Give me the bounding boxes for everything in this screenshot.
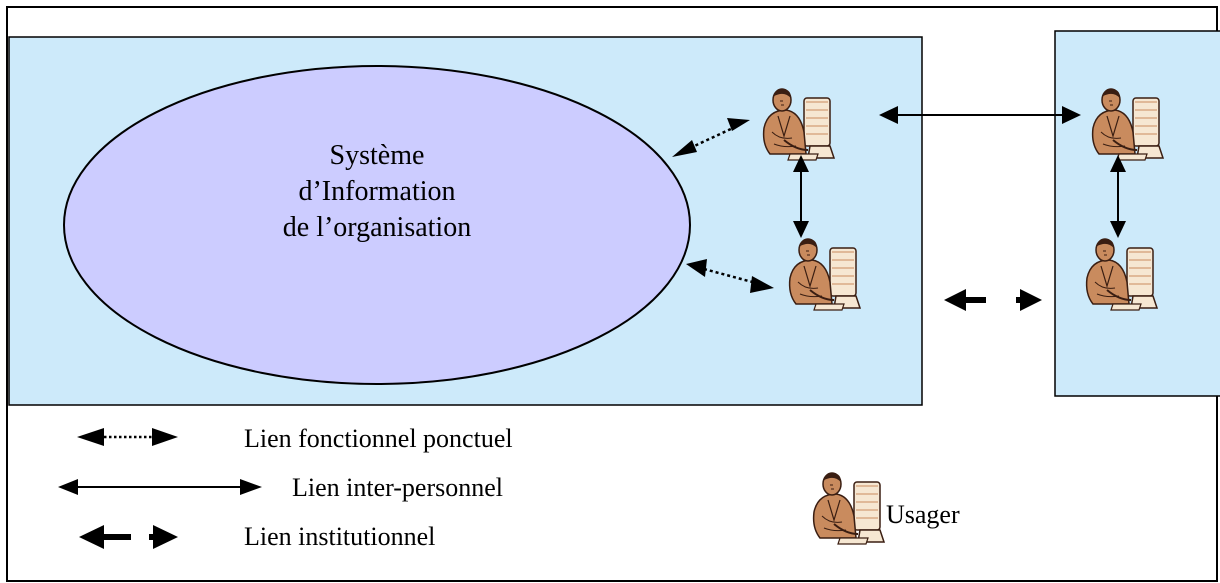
- external-panel: [1054, 30, 1220, 397]
- interpersonal-link-left-vertical: [793, 155, 809, 238]
- legend-user-label: Usager: [886, 500, 960, 529]
- legend-institutional-label: Lien institutionnel: [244, 522, 436, 551]
- interpersonal-link-top: [879, 106, 1081, 124]
- legend-interpersonal-label: Lien inter-personnel: [292, 473, 504, 502]
- legend-interpersonal-symbol: [58, 479, 262, 495]
- information-system-ellipse: [63, 65, 691, 385]
- institutional-link: [944, 289, 1042, 311]
- system-label-line-2: d’Information: [298, 176, 456, 207]
- functional-link-2: [686, 259, 774, 293]
- functional-link-1: [672, 118, 750, 157]
- legend-functional-label: Lien fonctionnel ponctuel: [244, 424, 513, 453]
- legend-institutional-symbol: [79, 525, 178, 549]
- system-label-line-1: Système: [329, 140, 425, 171]
- interpersonal-link-right-vertical: [1110, 155, 1126, 238]
- system-label-line-3: de l’organisation: [282, 212, 472, 243]
- legend-functional-symbol: [77, 428, 178, 446]
